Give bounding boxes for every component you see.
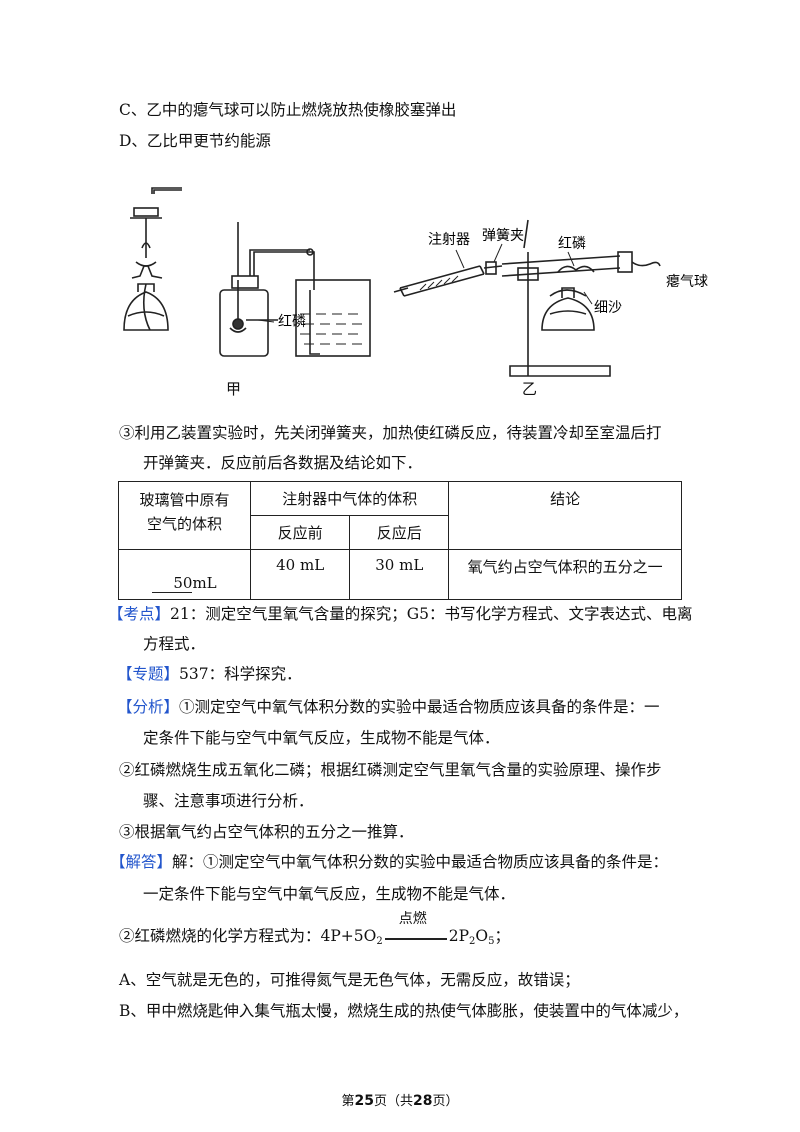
- col-header-syringe: 注射器中气体的体积: [250, 481, 450, 516]
- cell-before: 40 mL: [250, 549, 351, 600]
- fenxi-tag: 【分析】: [117, 698, 180, 716]
- step3-line-a: ③利用乙装置实验时，先关闭弹簧夹，加热使红磷反应，待装置冷却至室温后打: [119, 424, 662, 442]
- page-number: 25: [354, 1093, 374, 1109]
- fenxi-line-1a: 【分析】①测定空气中氧气体积分数的实验中最适合物质应该具备的条件是：一: [117, 698, 660, 716]
- apparatus-figure: 红磷 注射器 弹簧夹 红磷 瘪气球 细沙: [123, 187, 708, 377]
- option-a-analysis: A、空气就是无色的，可推得氮气是无色气体，无需反应，故错误；: [119, 971, 580, 989]
- sub-header-after: 反应后: [349, 515, 450, 550]
- fenxi-line-2a: ②红磷燃烧生成五氧化二磷；根据红磷测定空气里氧气含量的实验原理、操作步: [119, 761, 662, 779]
- equation-condition: 点燃: [398, 911, 427, 927]
- cell-after: 30 mL: [349, 549, 450, 600]
- label-tanhuangjia: 弹簧夹: [482, 228, 524, 244]
- jieda-line-1a: 【解答】解：①测定空气中氧气体积分数的实验中最适合物质应该具备的条件是：: [110, 853, 669, 871]
- zhuanti-tag: 【专题】: [117, 665, 180, 683]
- result-table: 玻璃管中原有 空气的体积 注射器中气体的体积 结论 反应前 反应后 50mL 4…: [117, 481, 682, 600]
- bottle-apparatus: [219, 222, 371, 357]
- jieda-tag: 【解答】: [110, 853, 173, 871]
- label-xisha: 细沙: [594, 300, 622, 316]
- burner-apparatus-left: [123, 187, 182, 331]
- option-c: C、乙中的瘪气球可以防止燃烧放热使橡胶塞弹出: [119, 101, 457, 119]
- option-d: D、乙比甲更节约能源: [119, 132, 271, 150]
- label-qiqiu: 瘪气球: [666, 273, 708, 290]
- kaodian-tag: 【考点】: [108, 605, 171, 623]
- jieda-line-1b: 一定条件下能与空气中氧气反应，生成物不能是气体．: [143, 885, 516, 903]
- page-total: 28: [413, 1093, 433, 1109]
- col-header-air-volume: 玻璃管中原有 空气的体积: [117, 481, 252, 550]
- tube-apparatus: [393, 219, 661, 377]
- label-zhusheqi: 注射器: [428, 232, 470, 248]
- step3-line-b: 开弹簧夹．反应前后各数据及结论如下．: [143, 454, 423, 472]
- label-hongl-right: 红磷: [558, 236, 586, 252]
- kaodian-line-a: 【考点】21：测定空气里氧气含量的探究；G5：书写化学方程式、文字表达式、电离: [108, 605, 693, 623]
- fenxi-line-1b: 定条件下能与空气中氧气反应，生成物不能是气体．: [143, 729, 500, 747]
- kaodian-line-b: 方程式．: [143, 635, 206, 653]
- sub-header-before: 反应前: [250, 515, 351, 550]
- label-hongl-left: 红磷: [278, 314, 306, 330]
- col-header-conclusion: 结论: [448, 481, 682, 550]
- page-footer: 第25页（共28页）: [341, 1093, 459, 1109]
- label-jia: 甲: [226, 380, 242, 398]
- cell-air-volume: 50mL: [117, 549, 252, 600]
- cell-conclusion: 氧气约占空气体积的五分之一: [448, 549, 682, 600]
- zhuanti-line: 【专题】537：科学探究．: [117, 665, 302, 683]
- fenxi-line-2b: 骤、注意事项进行分析．: [143, 792, 314, 810]
- label-yi: 乙: [522, 380, 538, 398]
- fenxi-line-3: ③根据氧气约占空气体积的五分之一推算．: [119, 823, 414, 841]
- option-b-analysis: B、甲中燃烧匙伸入集气瓶太慢，燃烧生成的热使气体膨胀，使装置中的气体减少，: [119, 1002, 689, 1020]
